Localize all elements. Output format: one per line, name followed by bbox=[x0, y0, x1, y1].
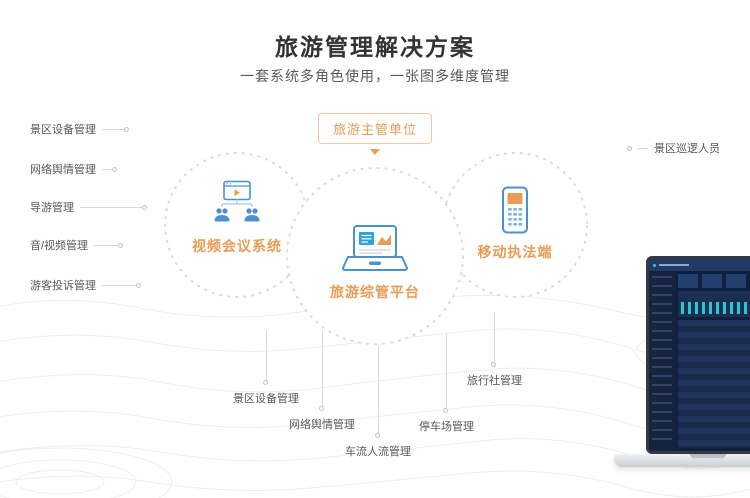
connector-dot bbox=[112, 166, 117, 172]
left-label-row: 导游管理 bbox=[30, 199, 147, 215]
dashboard-stat-cards bbox=[678, 274, 750, 288]
connector-line bbox=[94, 244, 119, 246]
left-label-row: 游客投诉管理 bbox=[30, 277, 141, 293]
node-label-platform: 旅游综管平台 bbox=[330, 284, 420, 300]
connector-dot bbox=[118, 242, 124, 248]
left-label-row: 音/视频管理 bbox=[30, 237, 124, 253]
connector-dot bbox=[263, 380, 268, 385]
connector-line bbox=[322, 330, 323, 406]
connector-line bbox=[494, 312, 495, 362]
connector-dot bbox=[142, 204, 147, 210]
laptop-base-notch bbox=[690, 454, 726, 458]
connector-line bbox=[638, 147, 648, 149]
connector-line bbox=[80, 206, 142, 208]
left-label-row: 网络舆情管理 bbox=[30, 161, 117, 177]
dashboard-screen bbox=[646, 256, 750, 454]
left-label: 景区设备管理 bbox=[30, 124, 96, 136]
down-arrow-icon bbox=[370, 149, 380, 155]
dashboard-sidebar-items bbox=[652, 276, 672, 446]
connector-line bbox=[102, 128, 124, 130]
dashboard-chart-bars bbox=[681, 302, 750, 314]
connector-dot bbox=[319, 406, 324, 411]
connector-line bbox=[378, 347, 379, 433]
connector-line bbox=[102, 284, 136, 286]
bottom-label: 停车场管理 bbox=[419, 421, 474, 433]
laptop-chart-icon bbox=[341, 225, 409, 271]
dashboard-header bbox=[649, 259, 750, 271]
video-conference-icon bbox=[214, 180, 260, 222]
connector-dot bbox=[375, 433, 380, 438]
dashboard-table bbox=[678, 320, 750, 448]
dashboard-sidebar bbox=[649, 271, 675, 451]
laptop-base bbox=[614, 454, 750, 467]
connector-line bbox=[102, 168, 112, 170]
connector-dot bbox=[627, 145, 632, 151]
bottom-label: 网络舆情管理 bbox=[289, 419, 355, 431]
node-label-mobile: 移动执法端 bbox=[477, 244, 553, 260]
left-label: 网络舆情管理 bbox=[30, 164, 96, 176]
top-badge: 旅游主管单位 bbox=[317, 113, 433, 144]
right-label-row: 景区巡逻人员 bbox=[627, 140, 720, 156]
left-label: 游客投诉管理 bbox=[30, 280, 96, 292]
connector-dot bbox=[491, 362, 496, 367]
bottom-label: 景区设备管理 bbox=[233, 393, 299, 405]
page-title: 旅游管理解决方案 bbox=[275, 34, 475, 60]
node-label-video: 视频会议系统 bbox=[192, 238, 282, 254]
bottom-label: 车流人流管理 bbox=[345, 446, 411, 458]
connector-dot bbox=[443, 408, 448, 413]
dashboard-chart bbox=[678, 291, 750, 317]
left-label: 音/视频管理 bbox=[30, 240, 89, 252]
left-label-row: 景区设备管理 bbox=[30, 121, 129, 137]
connector-dot bbox=[136, 282, 141, 288]
dashboard-title-bar bbox=[659, 264, 689, 266]
dashboard-body bbox=[649, 271, 750, 451]
dashboard-main bbox=[675, 271, 750, 451]
page-subtitle: 一套系统多角色使用，一张图多维度管理 bbox=[240, 68, 510, 84]
node-video-conference: 视频会议系统 bbox=[167, 180, 307, 256]
node-mobile-enforcement: 移动执法端 bbox=[445, 186, 585, 262]
handheld-terminal-icon bbox=[502, 186, 528, 234]
dashboard-logo-dot bbox=[653, 263, 656, 267]
connector-line bbox=[266, 330, 267, 380]
node-tourism-platform: 旅游综管平台 bbox=[305, 224, 445, 302]
right-label: 景区巡逻人员 bbox=[654, 143, 720, 155]
left-label: 导游管理 bbox=[30, 202, 74, 214]
connector-line bbox=[446, 334, 447, 408]
bottom-label: 旅行社管理 bbox=[467, 375, 522, 387]
connector-dot bbox=[124, 126, 129, 132]
